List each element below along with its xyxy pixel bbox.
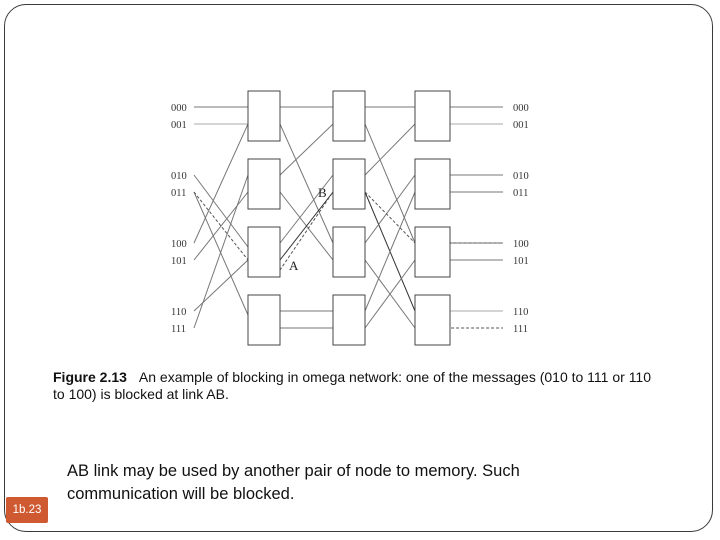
slide-frame — [4, 4, 713, 532]
switch-box — [332, 158, 366, 210]
input-labels: 000 001 010 011 100 101 110 111 — [171, 103, 187, 335]
figure-number: Figure 2.13 — [53, 369, 127, 385]
switch-box — [414, 158, 451, 210]
switch-box — [332, 226, 366, 278]
switch-box — [332, 294, 366, 346]
input-label: 011 — [171, 188, 186, 199]
output-label: 100 — [513, 239, 529, 250]
output-label: 111 — [513, 324, 528, 335]
output-label: 011 — [513, 188, 528, 199]
slide-number-badge: 1b.23 — [6, 497, 48, 523]
switch-box — [414, 90, 451, 142]
input-label: 100 — [171, 239, 187, 250]
output-label: 000 — [513, 103, 529, 114]
output-labels: 000 001 010 011 100 101 110 111 — [513, 103, 529, 335]
switch-box — [247, 158, 281, 210]
input-label: 110 — [171, 307, 186, 318]
output-label: 110 — [513, 307, 528, 318]
body-text: AB link may be used by another pair of n… — [67, 462, 520, 503]
input-label: 000 — [171, 103, 187, 114]
switch-box — [414, 294, 451, 346]
node-label-a: A — [289, 258, 299, 273]
switch-box — [247, 90, 281, 142]
input-label: 101 — [171, 256, 187, 267]
switch-box — [247, 226, 281, 278]
output-label: 010 — [513, 171, 529, 182]
input-label: 001 — [171, 120, 187, 131]
switch-box — [414, 226, 451, 278]
input-label: 010 — [171, 171, 187, 182]
output-label: 001 — [513, 120, 529, 131]
switch-box — [332, 90, 366, 142]
output-label: 101 — [513, 256, 529, 267]
caption-text: An example of blocking in omega network:… — [53, 369, 652, 402]
input-label: 111 — [171, 324, 186, 335]
node-label-b: B — [318, 185, 327, 200]
switch-box — [247, 294, 281, 346]
switch-boxes — [247, 90, 451, 346]
